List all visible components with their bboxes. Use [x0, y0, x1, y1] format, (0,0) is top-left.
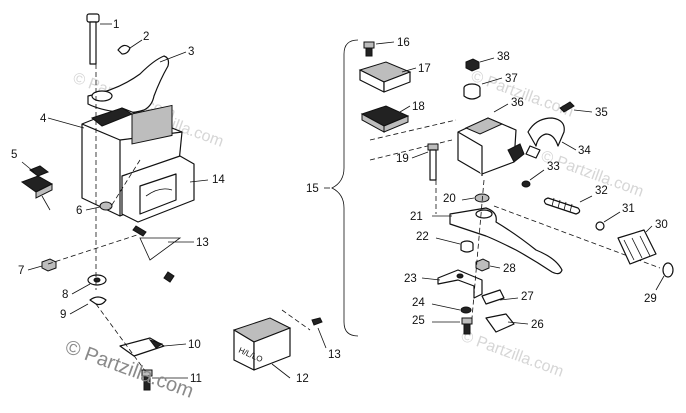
part-19-bolt	[427, 143, 439, 181]
part-13-screw-right	[311, 317, 323, 326]
label-38: 38	[497, 51, 510, 63]
part-5-switch	[20, 165, 54, 211]
label-30: 30	[655, 219, 668, 231]
label-8: 8	[62, 289, 68, 301]
part-12-switch-block: H/L/LO	[232, 317, 292, 371]
part-32-spring	[543, 197, 581, 215]
part-26-plate	[485, 313, 515, 333]
label-23: 23	[404, 273, 417, 285]
part-2-clip	[117, 44, 131, 55]
label-10: 10	[188, 339, 201, 351]
part-11-screw	[141, 369, 153, 391]
label-1: 1	[113, 19, 119, 31]
label-19: 19	[396, 153, 409, 165]
part-37-bushing	[463, 83, 481, 100]
label-9: 9	[60, 309, 66, 321]
part-36-housing	[457, 117, 525, 176]
label-24: 24	[412, 297, 425, 309]
label-18: 18	[412, 101, 425, 113]
label-25: 25	[412, 315, 425, 327]
label-37: 37	[505, 73, 518, 85]
label-3: 3	[188, 46, 194, 58]
part-6-washer	[99, 201, 113, 211]
label-4: 4	[40, 113, 47, 125]
part-31-washer	[595, 221, 605, 231]
label-28: 28	[503, 263, 516, 275]
part-29-oring	[662, 262, 674, 278]
label-13-right: 13	[328, 349, 341, 361]
part-24-washer	[460, 306, 472, 314]
label-36: 36	[511, 97, 524, 109]
part-28-nut	[475, 258, 490, 272]
label-22: 22	[416, 231, 429, 243]
label-17: 17	[418, 63, 431, 75]
label-6: 6	[76, 205, 82, 217]
part-17-cover	[358, 61, 412, 93]
label-21: 21	[410, 211, 423, 223]
label-20: 20	[443, 193, 456, 205]
part-9-clip	[89, 296, 107, 306]
part-21-lever	[449, 207, 563, 275]
label-2: 2	[143, 31, 149, 43]
part-22-bushing	[460, 240, 474, 253]
watermark-faint-5: © Partzilla.com	[539, 148, 646, 201]
label-15: 15	[306, 183, 319, 195]
part-18-pad	[360, 105, 410, 133]
label-29: 29	[644, 293, 657, 305]
label-34: 34	[578, 145, 591, 157]
brace-15	[331, 39, 359, 337]
label-32: 32	[595, 185, 608, 197]
label-16: 16	[397, 37, 410, 49]
part-27-clip	[481, 289, 505, 305]
part-35-screw	[559, 101, 575, 113]
label-14: 14	[212, 174, 225, 186]
label-27: 27	[521, 291, 534, 303]
part-25-screw	[461, 317, 473, 335]
watermark-faint-3: © Partzilla.com	[469, 68, 576, 121]
watermark-faint-4: © Partzilla.com	[459, 328, 566, 381]
part-13-screws-left	[132, 225, 175, 283]
label-13-left: 13	[196, 237, 209, 249]
label-7: 7	[18, 265, 24, 277]
part-20-washer	[474, 193, 490, 203]
part-34-clamp	[525, 117, 565, 159]
part-23-bracket	[437, 269, 483, 299]
label-12: 12	[296, 373, 309, 385]
part-33-washer	[521, 180, 531, 188]
label-5: 5	[11, 149, 17, 161]
label-33: 33	[547, 161, 560, 173]
label-11: 11	[190, 373, 202, 385]
part-30-adjuster	[617, 229, 657, 265]
part-16-screw	[363, 41, 375, 57]
label-31: 31	[622, 203, 635, 215]
part-14-cover	[121, 155, 195, 223]
part-1-bolt	[86, 13, 100, 65]
part-38-nut	[465, 58, 480, 72]
label-35: 35	[595, 107, 608, 119]
part-7-nut	[41, 258, 57, 272]
label-26: 26	[531, 319, 544, 331]
